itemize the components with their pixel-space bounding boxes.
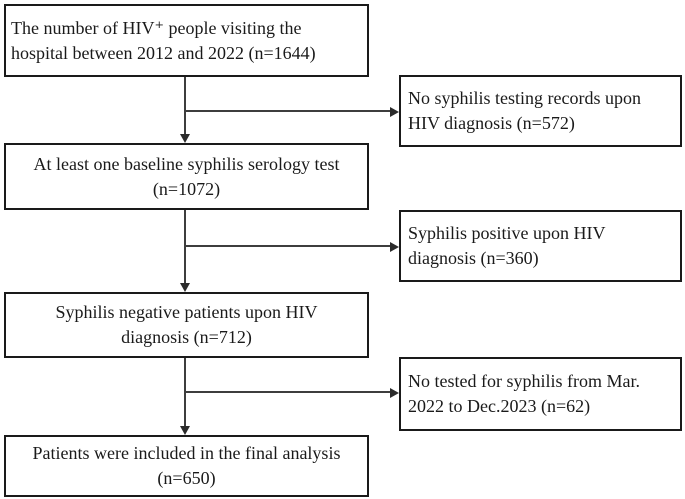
connector-line-branch-2 <box>184 245 390 247</box>
arrow-right-icon <box>390 388 399 398</box>
flow-box-not-tested-followup: No tested for syphilis from Mar. 2022 to… <box>399 357 682 431</box>
flow-box-syphilis-positive: Syphilis positive upon HIV diagnosis (n=… <box>399 210 682 282</box>
flow-box-no-testing-records: No syphilis testing records upon HIV dia… <box>399 75 682 147</box>
connector-line-vertical-1 <box>184 77 186 135</box>
flow-box-baseline-serology-test: At least one baseline syphilis serology … <box>4 143 369 210</box>
flow-box-syphilis-negative: Syphilis negative patients upon HIV diag… <box>4 292 369 358</box>
arrow-down-icon <box>180 134 190 143</box>
connector-line-branch-1 <box>184 110 390 112</box>
connector-line-branch-3 <box>184 391 390 393</box>
flow-box-final-analysis: Patients were included in the final anal… <box>4 435 369 497</box>
arrow-right-icon <box>390 107 399 117</box>
arrow-down-icon <box>180 426 190 435</box>
connector-line-vertical-2 <box>184 210 186 284</box>
arrow-down-icon <box>180 283 190 292</box>
flow-box-hiv-population: The number of HIV⁺ people visiting the h… <box>4 4 369 77</box>
arrow-right-icon <box>390 242 399 252</box>
